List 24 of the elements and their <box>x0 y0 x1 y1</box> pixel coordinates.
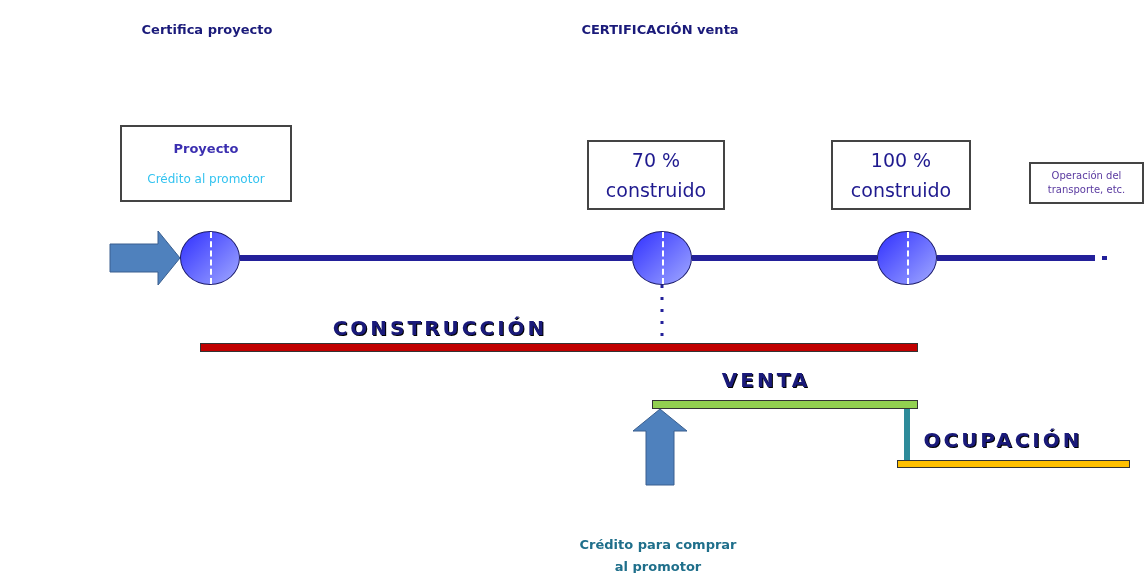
block-arrow <box>632 408 688 486</box>
connector-line <box>904 409 910 460</box>
connector-line <box>692 255 877 261</box>
annotation-text: CERTIFICACIÓN venta <box>580 21 740 39</box>
annotation-text: Certifica proyecto <box>140 21 274 39</box>
connector-line <box>937 255 1107 261</box>
phase-title: VENTA <box>721 367 811 394</box>
box-text: Proyecto <box>173 139 239 158</box>
phase-bar <box>652 400 918 409</box>
text-box <box>587 140 725 210</box>
text-box <box>1029 162 1144 204</box>
box-text: 70 % construido <box>604 148 708 203</box>
box-text: 100 % construido <box>849 148 953 203</box>
connector-line <box>240 255 632 261</box>
text-box <box>120 125 292 202</box>
block-arrow <box>109 230 181 286</box>
annotation-text: Crédito para comprar al promotor <box>578 536 738 573</box>
box-text: Crédito al promotor <box>147 171 265 189</box>
phase-title: CONSTRUCCIÓN <box>332 315 548 342</box>
phase-title: OCUPACIÓN <box>923 427 1083 454</box>
phase-bar <box>897 460 1130 468</box>
box-text: Operación del transporte, etc. <box>1046 169 1127 197</box>
text-box <box>831 140 971 210</box>
phase-bar <box>200 343 918 352</box>
